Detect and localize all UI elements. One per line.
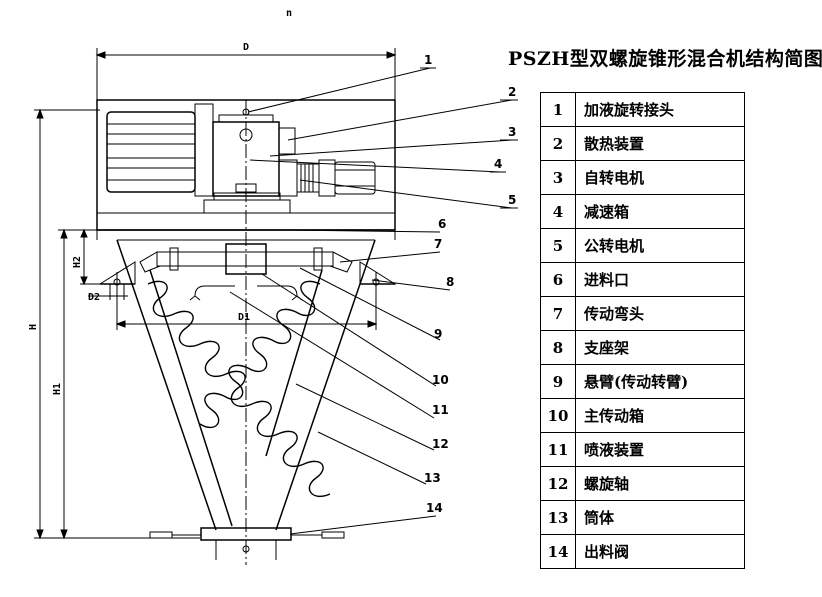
dim-top-label: n [286, 8, 292, 19]
part-number: 1 [540, 92, 576, 127]
svg-text:H2: H2 [72, 256, 83, 268]
dim-h1: H1 [52, 228, 100, 540]
svg-text:D2: D2 [88, 292, 100, 303]
dim-d2: D2 [88, 284, 128, 303]
part-name: 公转电机 [575, 228, 745, 263]
dim-h2: H2 [72, 228, 100, 286]
callout-8: 8 [446, 275, 454, 289]
callout-3: 3 [508, 125, 516, 139]
part-name: 出料阀 [575, 534, 745, 569]
callout-13: 13 [424, 471, 441, 485]
reducer-box [212, 108, 280, 197]
part-number: 14 [540, 534, 576, 569]
part-number: 3 [540, 160, 576, 195]
part-name: 进料口 [575, 262, 745, 297]
part-name: 自转电机 [575, 160, 745, 195]
part-number: 4 [540, 194, 576, 229]
callout-12: 12 [432, 437, 449, 451]
svg-text:D1: D1 [238, 312, 250, 323]
part-number: 9 [540, 364, 576, 399]
part-number: 13 [540, 500, 576, 535]
callout-7: 7 [434, 237, 442, 251]
callout-11: 11 [432, 403, 449, 417]
part-name: 悬臂(传动转臂) [575, 364, 745, 399]
part-name: 螺旋轴 [575, 466, 745, 501]
callout-4: 4 [494, 157, 502, 171]
dim-d-label: D [243, 42, 249, 53]
part-number: 12 [540, 466, 576, 501]
screw-right [199, 269, 323, 457]
callout-numbers: 1 2 3 4 5 6 7 8 9 10 11 12 13 14 [424, 53, 516, 515]
callout-14: 14 [426, 501, 443, 515]
self-rotation-motor [106, 103, 214, 197]
part-number: 2 [540, 126, 576, 161]
part-number: 7 [540, 296, 576, 331]
part-number: 5 [540, 228, 576, 263]
discharge-valve [149, 527, 345, 560]
part-name: 喷液装置 [575, 432, 745, 467]
part-name: 传动弯头 [575, 296, 745, 331]
transmission-arm [139, 243, 353, 275]
screw-left [147, 269, 331, 527]
dim-d1: D1 [115, 312, 378, 328]
part-name: 加液旋转接头 [575, 92, 745, 127]
callout-10: 10 [432, 373, 449, 387]
svg-text:H1: H1 [52, 383, 63, 395]
part-name: 筒体 [575, 500, 745, 535]
svg-text:H: H [28, 324, 39, 330]
support-brackets [98, 261, 397, 330]
dim-h: H [28, 108, 200, 540]
callout-6: 6 [438, 217, 446, 231]
leader-lines [229, 67, 518, 535]
heat-dissipation [278, 127, 296, 155]
top-frame [96, 99, 396, 231]
diagram-title: PSZH型双螺旋锥形混合机结构简图 [508, 48, 822, 70]
part-number: 8 [540, 330, 576, 365]
part-number: 11 [540, 432, 576, 467]
callout-1: 1 [424, 53, 432, 67]
part-name: 散热装置 [575, 126, 745, 161]
callout-2: 2 [508, 85, 516, 99]
part-name: 主传动箱 [575, 398, 745, 433]
part-name: 支座架 [575, 330, 745, 365]
vessel-body [116, 239, 376, 531]
part-number: 10 [540, 398, 576, 433]
part-number: 6 [540, 262, 576, 297]
callout-5: 5 [508, 193, 516, 207]
part-name: 减速箱 [575, 194, 745, 229]
callout-9: 9 [434, 327, 442, 341]
